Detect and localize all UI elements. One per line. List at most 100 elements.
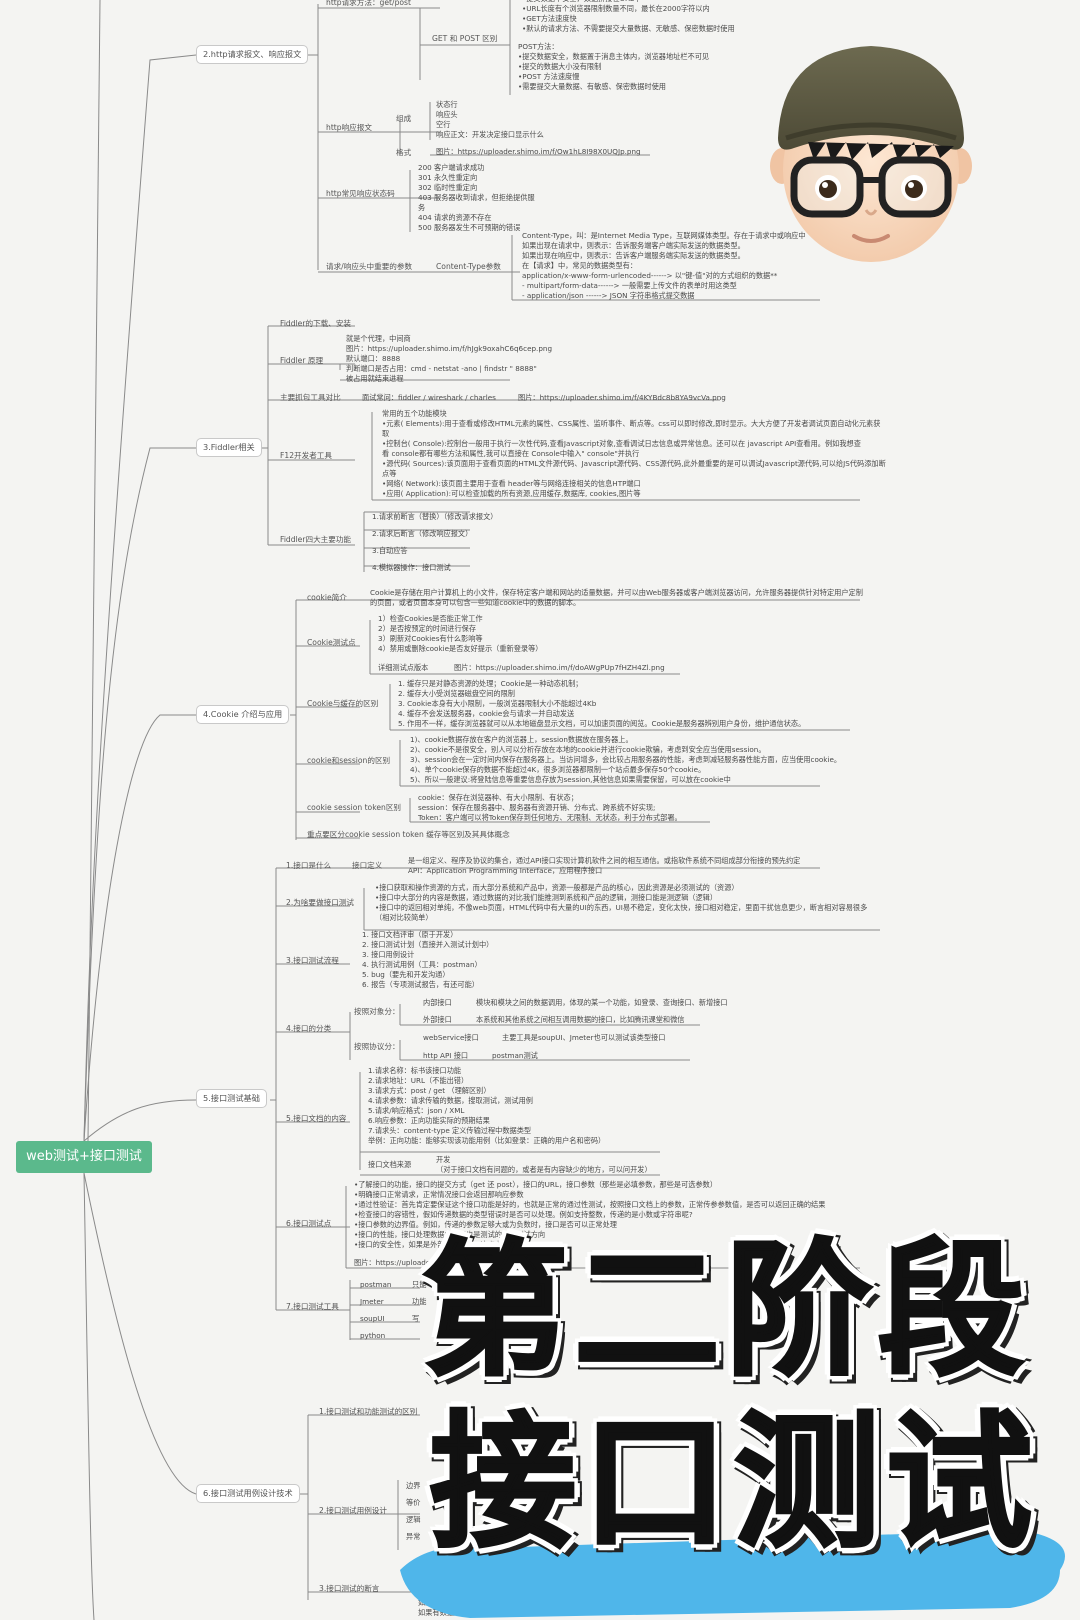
- post-line: •提交的数据大小没有限制: [518, 62, 602, 71]
- api-doc-node[interactable]: 5.接口文档的内容: [286, 1114, 347, 1123]
- token-line: cookie：保存在浏览器种、有大小限制、有状态；: [418, 793, 578, 802]
- cookie-intro-description: Cookie是存储在用户计算机上的小文件，保存特定客户端和网站的适量数据，并可以…: [370, 588, 863, 608]
- branch-api-case-design[interactable]: 6.接口测试用例设计技术: [196, 1484, 300, 1503]
- header-params-node[interactable]: 请求/响应头中重要的参数: [326, 262, 413, 271]
- fiddler-download-node[interactable]: Fiddler的下载、安装: [280, 319, 352, 328]
- cookie-test-line: 4）禁用或删除cookie是否友好提示（重新登录等）: [378, 644, 543, 653]
- cookie-session-token-node[interactable]: cookie session token区别: [307, 803, 402, 812]
- api-test-points-node[interactable]: 6.接口测试点: [286, 1219, 332, 1228]
- get-post-diff-node[interactable]: GET 和 POST 区别: [432, 34, 498, 43]
- f12-tools-node[interactable]: F12开发者工具: [280, 451, 332, 460]
- api-assertion-node[interactable]: 3.接口测试的断言: [319, 1584, 380, 1593]
- principle-line: 判断端口是否占用：cmd - netstat -ano | findstr " …: [346, 364, 537, 373]
- api-tool-note: 功能: [412, 1297, 427, 1306]
- cookie-cache-line: 3. Cookie本身有大小限制，一般浏览器限制大小不能超过4Kb: [398, 699, 597, 708]
- connector-line: [83, 447, 196, 1142]
- why-api-test-description: •接口获取和操作资源的方式，而大部分系统和产品中，资源一般都是产品的核心，因此资…: [375, 883, 867, 923]
- post-description: POST方法：•提交数据安全，数据置于消息主体内，浏览器地址栏不可见•提交的数据…: [518, 42, 709, 92]
- connector-line: [83, 1172, 95, 1620]
- response-compose-node[interactable]: 组成: [396, 114, 412, 123]
- stage-title-line2: 接口测试: [429, 1397, 1038, 1570]
- cookie-intro-node[interactable]: cookie简介: [307, 593, 347, 602]
- branch-http-message[interactable]: 2.http请求报文、响应报文: [196, 45, 309, 64]
- http-response-node[interactable]: http响应报文: [326, 123, 372, 132]
- status-code-item: 务: [418, 203, 426, 212]
- api-tool-note: 只能: [412, 1280, 427, 1289]
- response-item: 状态行: [436, 100, 458, 109]
- branch-cookie[interactable]: 4.Cookie 介绍与应用: [196, 705, 290, 724]
- connector-line: [83, 714, 196, 1142]
- by-target-node[interactable]: 按照对象分：: [354, 1007, 400, 1016]
- capture-tools-node[interactable]: 主要抓包工具对比: [280, 393, 341, 402]
- inner-api-node[interactable]: 内部接口: [423, 998, 452, 1007]
- cookie-cache-node[interactable]: Cookie与缓存的区别: [307, 699, 379, 708]
- case-design-item: 异常: [406, 1532, 421, 1541]
- api-kinds-node[interactable]: 4.接口的分类: [286, 1024, 332, 1033]
- f12-line: •元素( Elements):用于查看或修改HTML元素的属性、CSS属性、监听…: [382, 419, 881, 428]
- outer-api-node[interactable]: 外部接口: [423, 1015, 452, 1024]
- branch-fiddler[interactable]: 3.Fiddler相关: [196, 438, 262, 457]
- webservice-api-node[interactable]: webService接口: [423, 1033, 479, 1042]
- capture-tools-compare: 面试常问：fiddler / wireshark / charles: [362, 393, 496, 402]
- cookie-session-description: 1)、cookie数据存放在客户的浏览器上，session数据放在服务器上。2)…: [410, 735, 841, 785]
- status-code-item: 302 临时性重定向: [418, 183, 478, 192]
- content-type-line: Content-Type，叫：是Internet Media Type，互联网媒…: [522, 231, 806, 240]
- why-api-line: •接口获取和操作资源的方式，而大部分系统和产品中，资源一般都是产品的核心，因此资…: [375, 883, 739, 892]
- api-flow-item: 4. 执行测试用例（工具：postman）: [362, 960, 482, 969]
- cookie-test-line: 2）是否按预定的时间进行保存: [378, 624, 477, 633]
- case-design-item: 边界: [406, 1481, 421, 1490]
- cookie-session-line: 1)、cookie数据存放在客户的浏览器上，session数据放在服务器上。: [410, 735, 633, 744]
- api-flow-item: 3. 接口用例设计: [362, 950, 415, 959]
- cookie-test-node[interactable]: Cookie测试点: [307, 638, 356, 647]
- api-case-design-node[interactable]: 2.接口测试用例设计: [319, 1506, 387, 1515]
- content-type-line: 如果出现在请求中，则表示：告诉服务端客户端实际发送的数据类型。: [522, 241, 745, 250]
- api-tool-item: soupUI: [360, 1314, 385, 1323]
- api-definition-node[interactable]: 接口定义: [352, 861, 383, 870]
- cookie-test-image-link[interactable]: 图片：https://uploader.shimo.im/f/doAWgPUp7…: [454, 663, 665, 672]
- capture-tools-image-link[interactable]: 图片：https://uploader.shimo.im/f/4KYBdc8b8…: [518, 393, 726, 402]
- http-method-node[interactable]: http请求方法：get/post: [326, 0, 411, 7]
- f12-line: •源代码( Sources):该页面用于查看页面的HTML文件源代码、Javas…: [382, 459, 886, 468]
- api-test-tools-node[interactable]: 7.接口测试工具: [286, 1302, 339, 1311]
- fiddler-four-functions-node[interactable]: Fiddler四大主要功能: [280, 535, 352, 544]
- root-node[interactable]: web测试+接口测试: [16, 1141, 152, 1173]
- by-protocol-node[interactable]: 按照协议分：: [354, 1042, 400, 1051]
- api-doc-item: 7.请求头：content-type 定义传输过程中数据类型: [368, 1126, 532, 1135]
- cookie-test-detail-node[interactable]: 详细测试点版本: [378, 663, 429, 672]
- api-test-tools-notes: 只能功能写: [412, 1276, 426, 1327]
- branch-api-basics[interactable]: 5.接口测试基础: [196, 1089, 267, 1108]
- api-doc-item: 1.请求名称：标书该接口功能: [368, 1066, 462, 1075]
- fiddler-principle-description: 就是个代理，中间商图片：https://uploader.shimo.im/f/…: [346, 334, 552, 384]
- api-test-point-line: •接口参数的边界值。例如，传递的参数足够大或为负数时，接口是否可以正常处理: [354, 1220, 617, 1229]
- cookie-focus-node[interactable]: 重点要区分cookie session token 缓存等区别及其具体概念: [307, 830, 510, 839]
- http-api-node[interactable]: http API 接口: [423, 1051, 469, 1060]
- api-test-flow-node[interactable]: 3.接口测试流程: [286, 956, 339, 965]
- fiddler-principle-node[interactable]: Fiddler 原理: [280, 356, 324, 365]
- cookie-cache-line: 5. 作用不一样，缓存浏览器就可以从本地磁盘显示文档，可以加速页面的阅览。Coo…: [398, 719, 806, 728]
- api-flow-item: 5. bug（要先和开发沟通）: [362, 970, 450, 979]
- get-description: •提交数据不安全，数据拼接在URL中•URL长度有个浏览器限制数量不同，最长在2…: [522, 0, 735, 34]
- api-doc-source-node[interactable]: 接口文档来源: [368, 1160, 412, 1169]
- api-vs-function-node[interactable]: 1.接口测试和功能测试的区别: [319, 1407, 418, 1416]
- response-format-image-link[interactable]: 图片：https://uploader.shimo.im/f/Ow1hL8I98…: [436, 147, 641, 156]
- get-line: •提交数据不安全，数据拼接在URL中: [522, 0, 735, 4]
- cookie-session-line: 2)、cookie不是很安全，别人可以分析存放在本地的cookie并进行cook…: [410, 745, 766, 754]
- post-line: •需要提交大量数据、有敏感、保密数据时使用: [518, 82, 666, 91]
- api-doc-source-line: 开发: [436, 1155, 451, 1164]
- api-test-point-line: •检查接口的容错性，假如传递数据的类型错误时是否可以处理。例如支持整数，传递的是…: [354, 1210, 693, 1219]
- cookie-session-node[interactable]: cookie和session的区别: [307, 756, 391, 765]
- cookie-cache-line: 2. 缓存大小受浏览器磁盘空间的限制: [398, 689, 515, 698]
- status-code-node[interactable]: http常见响应状态码: [326, 189, 395, 198]
- response-format-node[interactable]: 格式: [396, 148, 412, 157]
- what-is-api-node[interactable]: 1.接口是什么: [286, 861, 332, 870]
- content-type-node[interactable]: Content-Type参数: [436, 262, 501, 271]
- api-test-points-description: •了解接口的功能，接口的提交方式（get 还 post），接口的URL，接口参数…: [354, 1180, 825, 1250]
- why-api-test-node[interactable]: 2.为啥要做接口测试: [286, 898, 354, 907]
- api-test-points-image-link[interactable]: 图片：https://uploader.shimo.im/f/...uYnTz.…: [354, 1258, 511, 1267]
- f12-line: 看 console都有哪些方法和属性,我可以直接在 Console中输入" co…: [382, 449, 640, 458]
- content-type-line: - application/json ------> JSON 字符串格式提交数…: [522, 291, 695, 300]
